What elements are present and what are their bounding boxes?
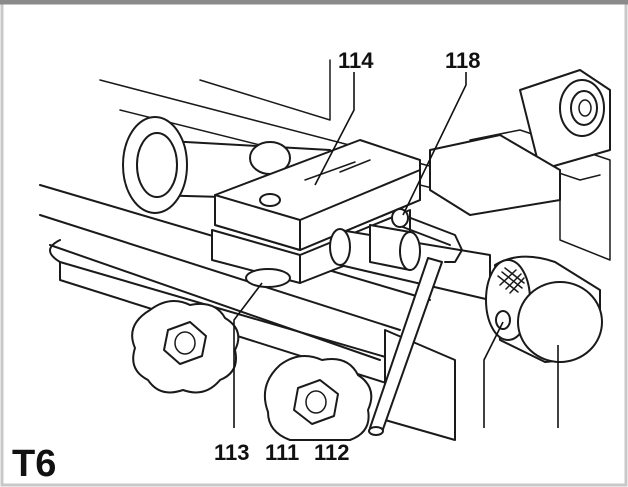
leader-111 (483, 321, 504, 428)
callout-113: 113 (214, 440, 250, 465)
star-knob-112 (264, 355, 373, 441)
hex-key (368, 208, 463, 436)
figure-id: T6 (12, 443, 56, 485)
slide-block (211, 139, 421, 284)
leader-114 (314, 72, 355, 186)
leader-118 (402, 72, 467, 216)
machine-drawing (39, 59, 611, 441)
support-plate (429, 134, 561, 216)
callout-112: 112 (314, 440, 350, 465)
callout-114: 114 (338, 48, 374, 73)
spindle-shaft (329, 224, 491, 301)
pin-head (245, 268, 291, 288)
leader-113 (233, 282, 263, 428)
adjustment-knob (485, 255, 603, 363)
callout-118: 118 (445, 48, 481, 73)
star-knob-111 (131, 300, 240, 394)
callout-111: 111 (265, 440, 299, 465)
